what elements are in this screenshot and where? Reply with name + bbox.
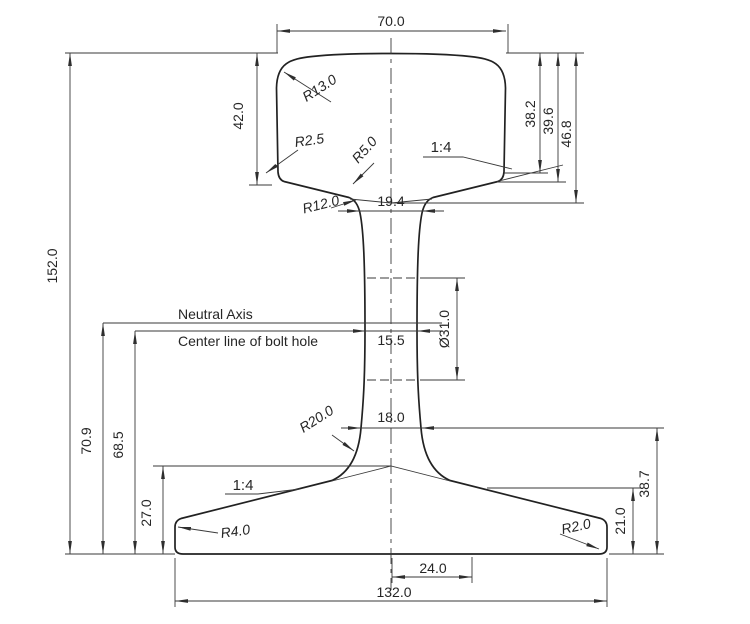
dim-46-8: 46.8: [558, 120, 574, 147]
dim-foot-width: 132.0: [376, 584, 411, 600]
dim-r-fishing: R5.0: [348, 133, 380, 166]
dim-r-head-corner: R13.0: [299, 71, 339, 105]
dim-r-foot-left: R4.0: [220, 521, 252, 541]
label-bolt-center-line: Center line of bolt hole: [178, 333, 318, 349]
slope-leader-bottom: [225, 488, 301, 495]
dim-39-6: 39.6: [540, 107, 556, 134]
leader-r13: [283, 71, 332, 103]
dim-r-web-top: R12.0: [301, 192, 341, 217]
dim-head-width: 70.0: [377, 13, 404, 29]
dim-68-5: 68.5: [110, 431, 126, 458]
leader-r20: [331, 434, 355, 452]
leader-r2-5: [265, 149, 299, 174]
dim-21-0: 21.0: [612, 507, 628, 534]
dim-head-height: 42.0: [230, 102, 246, 129]
dim-foot-slope: 1:4: [233, 477, 254, 494]
dim-bolt-hole-dia: Ø31.0: [436, 310, 452, 348]
dim-r-head-side: R2.5: [294, 130, 326, 150]
slope-leader-top: [423, 156, 513, 170]
dim-38-2: 38.2: [522, 100, 538, 127]
leader-r4: [177, 526, 219, 534]
leader-r5: [352, 162, 375, 185]
dim-38-7: 38.7: [636, 470, 652, 497]
dim-24-0: 24.0: [419, 560, 446, 576]
dim-total-height: 152.0: [44, 248, 60, 283]
dim-web-top-width: 19.4: [377, 193, 404, 209]
leader-r12: [330, 199, 357, 209]
leader-r2: [559, 533, 600, 550]
dim-head-slope: 1:4: [431, 139, 452, 156]
dim-70-9: 70.9: [78, 427, 94, 454]
dim-r-foot-right: R2.0: [560, 515, 592, 537]
label-neutral-axis: Neutral Axis: [178, 306, 253, 322]
fishing-slope-apex-lines: [349, 198, 433, 204]
fishing-slope-extension: [498, 164, 564, 182]
dim-r-web-bottom: R20.0: [296, 402, 336, 436]
dim-web-bottom-width: 18.0: [377, 409, 404, 425]
dim-web-thickness: 15.5: [377, 332, 404, 348]
dim-27-0: 27.0: [138, 499, 154, 526]
